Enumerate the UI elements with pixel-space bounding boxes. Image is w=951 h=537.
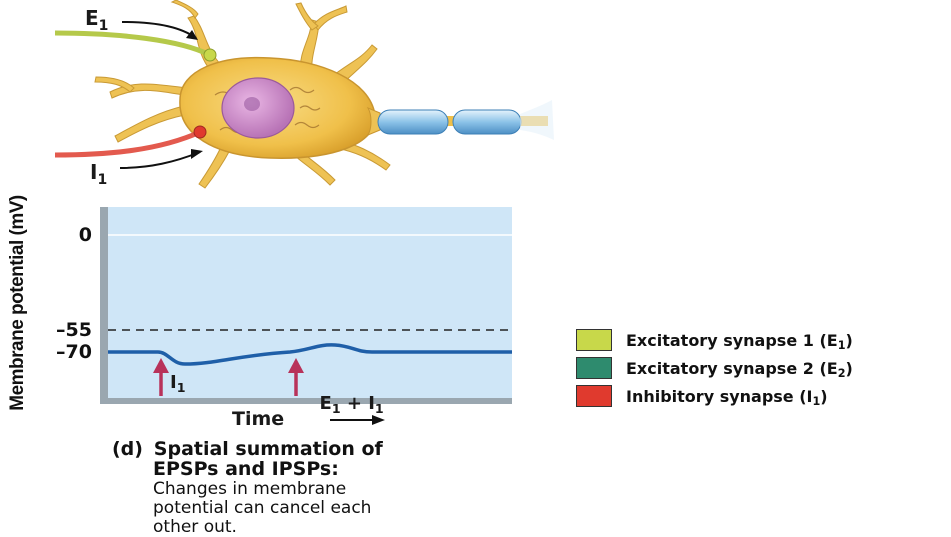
x-axis-label: Time (232, 408, 285, 430)
arrow-label-e1-plus-i1: E1 + I1 (319, 393, 384, 417)
figure-caption: (d) Spatial summation of EPSPs and IPSPs… (112, 440, 383, 537)
legend-swatch-e2 (576, 357, 612, 379)
synapse-e1 (54, 30, 217, 62)
membrane-potential-graph (100, 207, 512, 425)
legend-label: Excitatory synapse 1 (E1) (626, 330, 853, 353)
plot-left-border (100, 207, 108, 404)
nucleolus (244, 97, 260, 111)
caption-body-line2: potential can cancel each (153, 498, 372, 518)
legend-label: Excitatory synapse 2 (E2) (626, 358, 853, 381)
arrowhead-i1 (191, 149, 203, 159)
membrane-trace (108, 343, 512, 366)
plot-bottom-border (100, 398, 512, 404)
stimulus-arrow-e1-i1 (288, 358, 304, 396)
caption-part: (d) (112, 438, 143, 460)
caption-body-line3: other out. (153, 517, 237, 537)
tick-minus-70: –70 (56, 341, 92, 363)
legend-item-i1: Inhibitory synapse (I1) (576, 385, 828, 409)
caption-body-line1: Changes in membrane (153, 479, 347, 499)
tick-0: 0 (78, 224, 92, 246)
label-e1: E1 (85, 6, 109, 34)
legend-swatch-i1 (576, 385, 612, 407)
label-i1: I1 (90, 160, 108, 188)
plot-background (100, 207, 512, 404)
stimulus-arrow-i1 (153, 358, 169, 396)
dendrites (94, 0, 391, 189)
legend-item-e1: Excitatory synapse 1 (E1) (576, 329, 853, 353)
axon-hillock (366, 106, 381, 137)
legend-item-e2: Excitatory synapse 2 (E2) (576, 357, 853, 381)
synapse-i1 (54, 125, 207, 158)
arrow-label-i1: I1 (170, 372, 186, 396)
axon (377, 100, 554, 140)
caption-title-line2: EPSPs and IPSPs: (153, 458, 339, 480)
legend-swatch-e1 (576, 329, 612, 351)
arrowhead-e1 (186, 30, 198, 40)
neuron-illustration (54, 0, 554, 189)
tick-minus-55: –55 (56, 319, 92, 341)
caption-title-line1: Spatial summation of (153, 438, 383, 460)
time-arrow (330, 415, 385, 425)
legend-label: Inhibitory synapse (I1) (626, 386, 828, 409)
